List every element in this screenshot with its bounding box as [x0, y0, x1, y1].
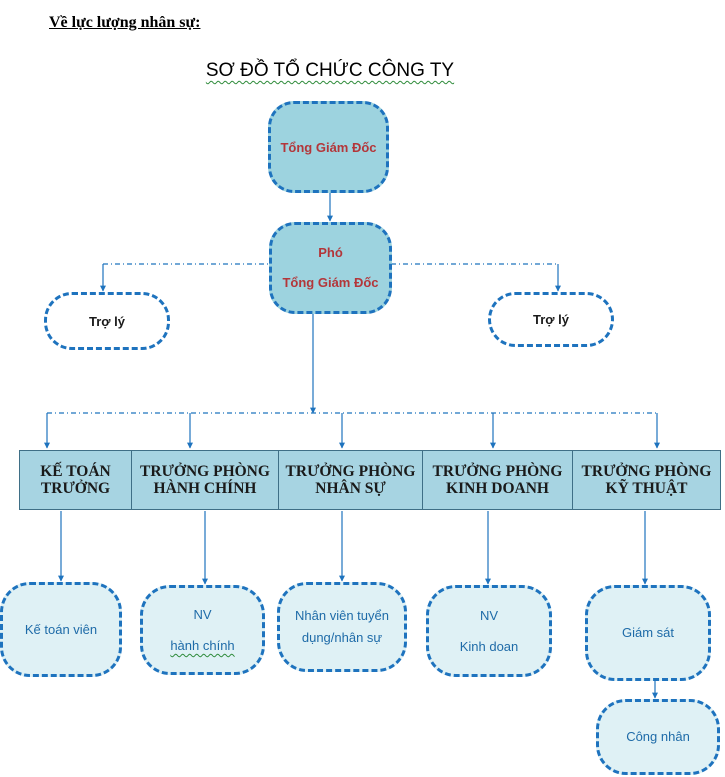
staff-worker-label: Công nhân: [626, 729, 690, 745]
staff-sales-line1: NV: [479, 607, 499, 623]
staff-accounting-label: Kế toán viên: [24, 621, 98, 637]
dept-tech-head: TRƯỞNG PHÒNG KỸ THUẬT: [581, 462, 712, 497]
deputy-label-line1: Phó: [318, 245, 343, 261]
staff-sales-node: NV Kinh doan: [426, 585, 552, 677]
staff-hr-line1: Nhân viên tuyển: [295, 607, 389, 623]
staff-accounting-node: Kế toán viên: [0, 582, 122, 677]
deputy-label-line2: Tổng Giám Đốc: [282, 275, 379, 290]
assistant-left-label: Trợ lý: [89, 313, 125, 329]
assistant-left-node: Trợ lý: [44, 292, 170, 350]
chart-title: SƠ ĐỒ TỔ CHỨC CÔNG TY: [205, 60, 455, 81]
assistant-right-node: Trợ lý: [488, 292, 614, 347]
deputy-ceo-node: Phó Tổng Giám Đốc: [269, 222, 392, 314]
staff-admin-line2: hành chính: [170, 638, 235, 653]
ceo-label: Tổng Giám Đốc: [280, 139, 377, 155]
department-bar: KẾ TOÁN TRƯỞNG TRƯỞNG PHÒNG HÀNH CHÍNH T…: [19, 450, 721, 510]
staff-admin-node: NV hành chính: [140, 585, 265, 675]
section-heading: Về lực lượng nhân sự:: [49, 14, 201, 31]
staff-supervisor-label: Giám sát: [621, 625, 674, 641]
ceo-node: Tổng Giám Đốc: [268, 101, 389, 193]
staff-supervisor-node: Giám sát: [585, 585, 711, 681]
staff-sales-line2: Kinh doan: [459, 639, 519, 654]
dept-admin-head: TRƯỞNG PHÒNG HÀNH CHÍNH: [132, 451, 279, 509]
staff-hr-line2: dụng/nhân sự: [301, 630, 383, 645]
assistant-right-label: Trợ lý: [533, 312, 569, 327]
dept-chief-accountant: KẾ TOÁN TRƯỞNG: [20, 451, 132, 509]
staff-admin-line1: NV: [193, 606, 212, 622]
dept-hr-head: TRƯỞNG PHÒNG NHÂN SỰ: [279, 451, 423, 509]
staff-worker-node: Công nhân: [596, 699, 720, 775]
staff-hr-node: Nhân viên tuyển dụng/nhân sự: [277, 582, 407, 672]
dept-sales-head: TRƯỞNG PHÒNG KINH DOANH: [423, 451, 573, 509]
